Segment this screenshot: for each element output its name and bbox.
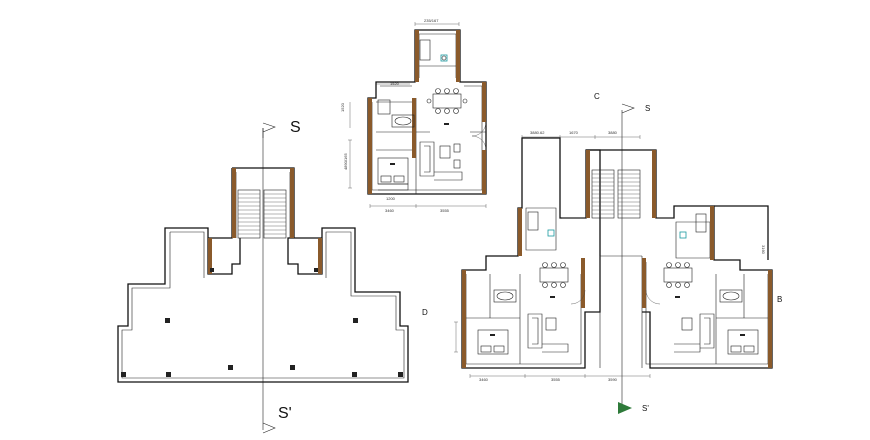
mark-c: C <box>594 92 600 101</box>
top-bedroom-bed <box>377 157 409 191</box>
right-plan-left-unit <box>462 207 586 368</box>
section-flag-bottom-icon <box>262 422 276 434</box>
right-twin-plan: S S' C D B 3880.62 1670 3880 3460 3555 3… <box>422 92 782 414</box>
dim-right-top-c: 3880 <box>608 130 618 135</box>
right-plan-staircase <box>586 150 656 219</box>
dim-top-plan-bottom-b: 3460 <box>385 208 395 213</box>
outline-staircase <box>208 168 322 274</box>
mark-d: D <box>422 308 428 317</box>
dim-top-plan-bottom-c: 3555 <box>440 208 450 213</box>
dim-top-plan-side: 1520 <box>340 102 345 112</box>
section-label-bottom: S' <box>278 405 292 422</box>
section-flag-right-top-icon <box>621 103 635 114</box>
section-label-right-bottom: S' <box>642 404 649 413</box>
dim-top-plan-top: 235/167 <box>424 18 439 23</box>
dim-right-side: 3160 <box>761 245 766 255</box>
section-flag-right-bottom-icon <box>618 402 632 414</box>
dim-right-top-b: 1670 <box>569 130 579 135</box>
dim-right-bottom-a: 3460 <box>479 377 489 382</box>
top-unit-plan: 235/167 1520 1520 4890/165 1200 3460 355… <box>340 18 487 213</box>
top-sofa-set <box>419 141 463 181</box>
dim-top-plan-bottom-a: 1200 <box>386 196 396 201</box>
left-outline-plan: S S' <box>117 119 409 434</box>
dim-right-top-a: 3880.62 <box>530 130 545 135</box>
mark-b: B <box>777 295 782 304</box>
top-unit-walls <box>367 29 487 195</box>
dim-right-bottom-b: 3555 <box>551 377 561 382</box>
section-label-right-top: S <box>645 104 650 113</box>
section-label-top: S <box>290 119 301 136</box>
top-dining-table <box>426 88 468 125</box>
dim-top-plan-left-a: 1520 <box>390 81 400 86</box>
outline-columns <box>121 268 403 377</box>
right-plan-right-unit <box>642 206 772 368</box>
dim-top-plan-left-b: 4890/165 <box>343 153 348 170</box>
section-flag-top-icon <box>262 122 276 138</box>
dim-right-bottom-c: 3590 <box>608 377 618 382</box>
